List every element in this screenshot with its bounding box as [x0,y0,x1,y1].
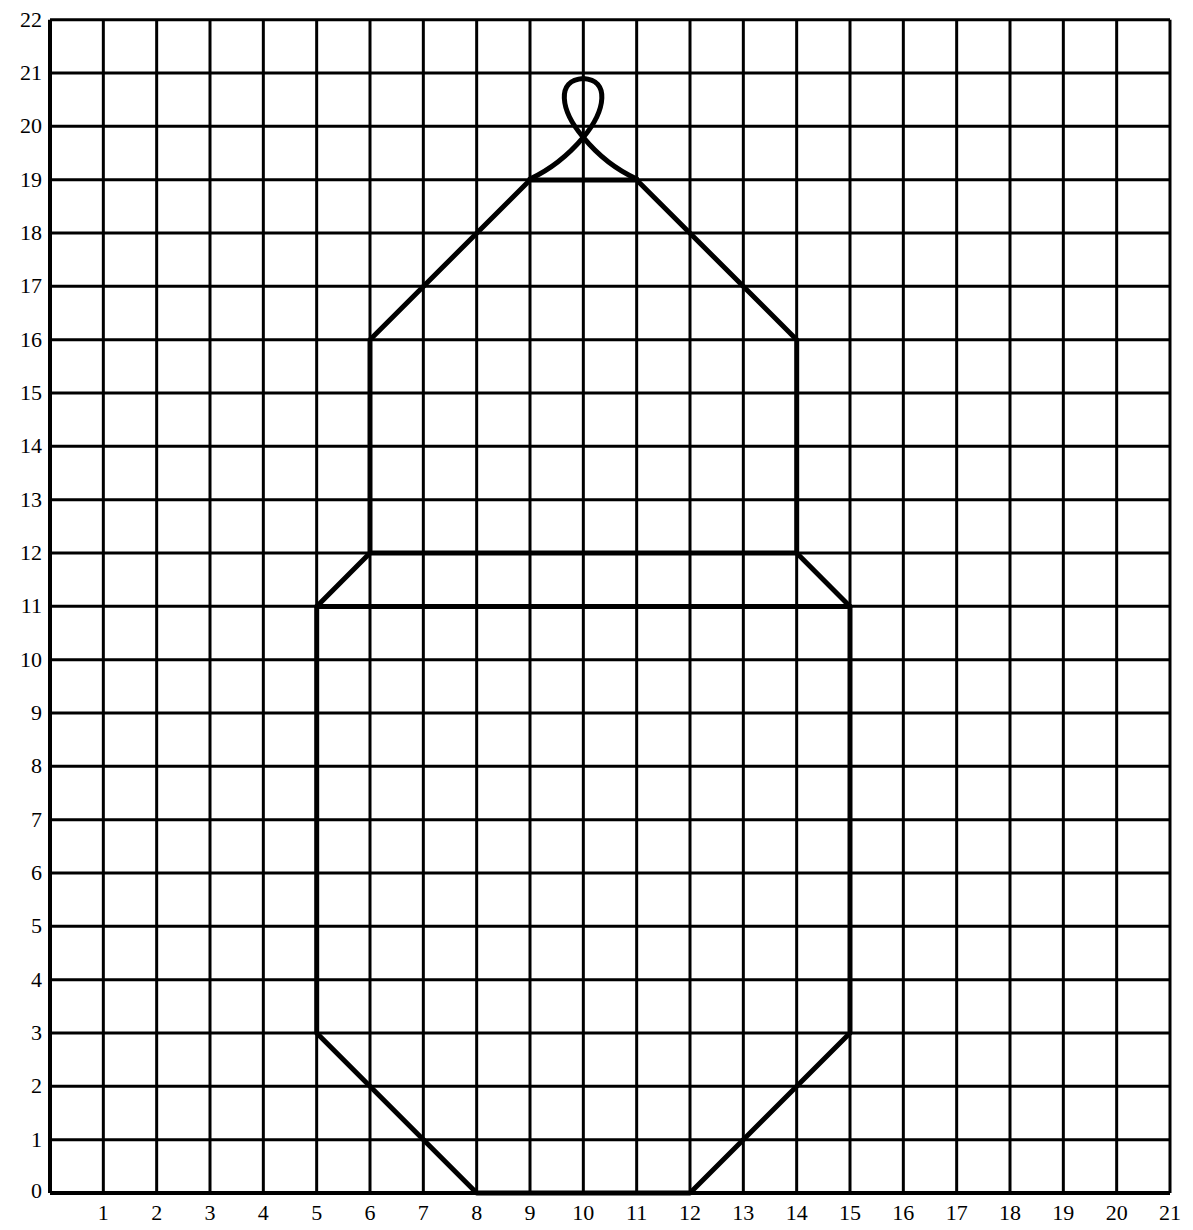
grid-line [50,498,1170,501]
grid-line [50,125,1170,128]
grid-line [50,712,1170,715]
grid-line [50,1138,1170,1141]
x-axis-number: 7 [403,1201,443,1225]
x-axis-number: 14 [777,1201,817,1225]
ornament-figure [317,79,850,1194]
x-axis-number: 4 [243,1201,283,1225]
y-axis-number: 12 [2,541,42,565]
x-axis-number: 8 [457,1201,497,1225]
ornament-hanger [530,137,637,179]
y-axis-number: 10 [2,648,42,672]
x-axis-number: 19 [1043,1201,1083,1225]
y-axis-number: 18 [2,221,42,245]
y-axis-number: 21 [2,61,42,85]
y-axis-number: 3 [2,1021,42,1045]
grid-line [50,285,1170,288]
x-axis-number: 3 [190,1201,230,1225]
grid-line [50,872,1170,875]
grid-line [50,925,1170,928]
x-axis-number: 20 [1097,1201,1137,1225]
y-axis-number: 13 [2,488,42,512]
y-axis-number: 7 [2,808,42,832]
ornament-cap [370,180,797,553]
x-axis-number: 13 [723,1201,763,1225]
x-axis-number: 12 [670,1201,710,1225]
x-axis-number: 11 [617,1201,657,1225]
x-axis-number: 5 [297,1201,337,1225]
y-axis-number: 22 [2,8,42,32]
y-axis-number: 11 [2,594,42,618]
grid-line [50,338,1170,341]
x-axis-number: 2 [137,1201,177,1225]
grid-line [50,658,1170,661]
y-axis-number: 2 [2,1074,42,1098]
ornament-shoulder [317,553,850,606]
y-axis-number: 16 [2,328,42,352]
grid-line [50,978,1170,981]
y-axis-number: 14 [2,434,42,458]
y-axis-number: 15 [2,381,42,405]
grid-line [48,20,52,1193]
y-axis-number: 8 [2,754,42,778]
grid-lines [50,20,1170,1193]
grid-line [50,232,1170,235]
y-axis-number: 20 [2,114,42,138]
x-axis-number: 21 [1150,1201,1190,1225]
x-axis-number: 6 [350,1201,390,1225]
y-axis-number: 9 [2,701,42,725]
y-axis-number: 17 [2,274,42,298]
x-axis-number: 16 [883,1201,923,1225]
ornament-body [317,606,850,1193]
y-axis-number: 5 [2,914,42,938]
x-axis-number: 10 [563,1201,603,1225]
ornament-loop [564,79,602,138]
y-axis-number: 6 [2,861,42,885]
grid-line [50,392,1170,395]
x-axis-number: 9 [510,1201,550,1225]
x-axis-number: 17 [937,1201,977,1225]
y-axis-number: 1 [2,1128,42,1152]
y-axis-number: 19 [2,168,42,192]
x-axis-number: 15 [830,1201,870,1225]
grid-line [50,1032,1170,1035]
grid-line [50,765,1170,768]
y-axis-number: 0 [2,1179,42,1203]
grid-line [50,72,1170,75]
x-axis-number: 18 [990,1201,1030,1225]
x-axis-number: 1 [83,1201,123,1225]
grid-line [50,445,1170,448]
grid-line [50,18,1170,21]
grid-line [50,818,1170,821]
y-axis-number: 4 [2,968,42,992]
grid-line [50,1085,1170,1088]
